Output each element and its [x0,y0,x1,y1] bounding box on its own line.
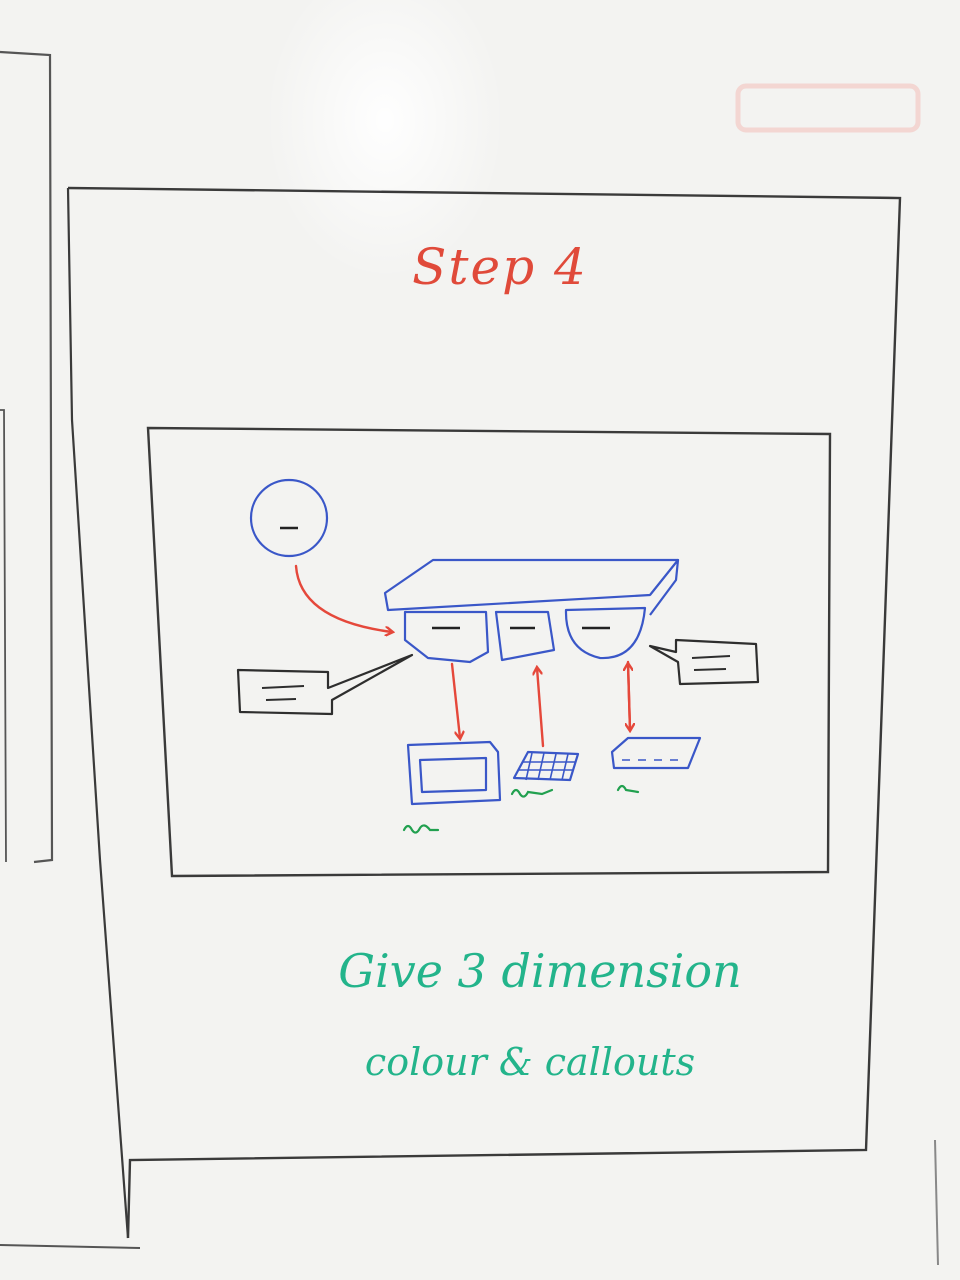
callout-left-text-lines [261,685,305,701]
callout-right-text-lines [691,655,731,671]
caption-line-2: colour & callouts [364,1040,696,1084]
module-left [403,610,490,664]
arrow-module-switch-reverse [628,664,630,732]
monitor-side [489,741,499,753]
module-middle [494,610,556,662]
user-circle [249,478,329,558]
step-frame [67,186,902,1239]
step-frame-left-edge [66,187,130,1239]
server-rack-edge [649,558,680,616]
callout-left [236,653,414,716]
left-neighbour-frame [0,50,54,864]
module-right [564,606,647,660]
arrow-user-to-module [294,564,392,632]
left-neighbour-inner-line [0,409,7,863]
caption-line-1: Give 3 dimension [338,944,742,998]
faded-marker-residue [735,83,921,133]
diagram-frame [146,426,832,878]
network-switch [610,736,702,770]
step-title: Step 4 [412,238,588,296]
arrow-keypad-to-module [537,668,545,748]
board-bottom-edge [0,1244,141,1249]
callout-right [648,638,760,686]
arrow-module-to-monitor [450,662,460,738]
server-rack [383,558,680,612]
keypad-grid [519,752,576,781]
label-squiggle-keypad [510,788,554,798]
keypad [512,750,580,782]
light-glare [265,0,505,280]
monitor-screen [418,756,488,794]
label-squiggle-monitor [402,824,440,834]
label-squiggle-switch [616,784,640,794]
right-board-edge [934,1139,939,1266]
monitor [406,740,502,806]
